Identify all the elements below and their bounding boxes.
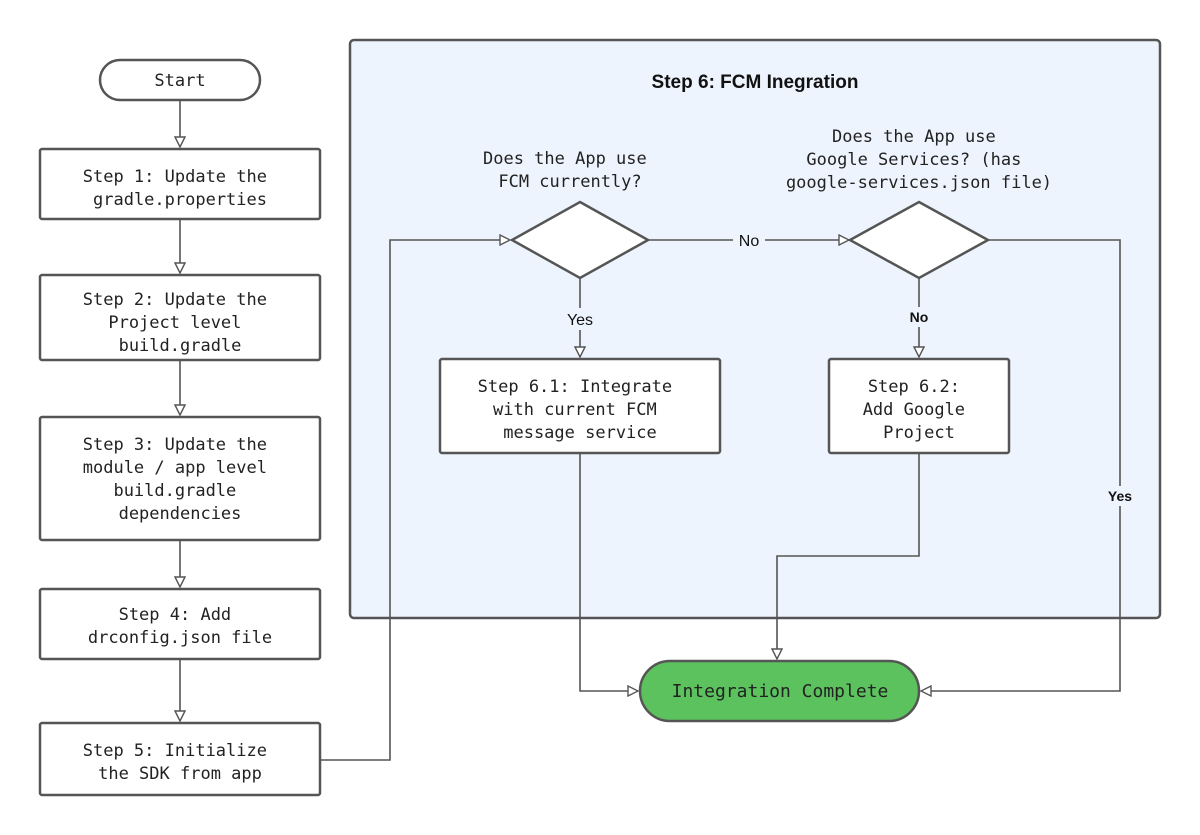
q2-question-label: Does the App use Google Services? (has g… <box>786 127 1052 193</box>
step4-node <box>38 587 322 661</box>
end-node-label: Integration Complete <box>672 681 889 702</box>
step2-node-label: Step 2: Update the Project level build.g… <box>83 290 277 356</box>
edge-label-q2-yes: Yes <box>1108 488 1132 504</box>
step61-node-label: Step 6.1: Integrate with current FCM mes… <box>478 377 683 443</box>
edge-label-q1-yes: Yes <box>567 312 593 329</box>
group-title: Step 6: FCM Inegration <box>652 72 859 93</box>
step2-node <box>38 273 322 362</box>
step62-node-label: Step 6.2: Add Google Project <box>863 377 976 443</box>
step62-node <box>827 357 1011 455</box>
q1-question-label: Does the App use FCM currently? <box>483 149 657 192</box>
edge-label-bg-q1-no <box>733 230 765 250</box>
step4-node-label: Step 4: Add drconfig.json file <box>88 605 272 648</box>
step1-node <box>38 147 322 221</box>
step1-node-label: Step 1: Update the gradle.properties <box>83 167 277 210</box>
edge-label-bg-q2-no <box>904 307 934 327</box>
step61-node <box>438 357 722 455</box>
edge-step62-end <box>777 454 920 659</box>
edge-step5-q1 <box>320 240 510 761</box>
edge-label-q2-no: No <box>910 309 929 325</box>
start-node <box>98 58 262 102</box>
end-node <box>638 659 921 723</box>
q2-decision-node <box>847 200 991 280</box>
start-node-label: Start <box>154 71 205 91</box>
edge-q2-yes-end <box>921 239 1121 691</box>
q1-decision-node <box>509 200 651 280</box>
edge-label-bg-q1-yes <box>560 308 600 330</box>
edge-step61-end <box>579 454 638 691</box>
step3-node <box>38 415 322 542</box>
edge-label-q1-no: No <box>739 233 760 250</box>
fcm-integration-group <box>348 38 1162 620</box>
step5-node <box>38 721 322 797</box>
step3-node-label: Step 3: Update the module / app level bu… <box>83 435 277 524</box>
edge-label-bg-q2-yes <box>1103 486 1137 506</box>
step5-node-label: Step 5: Initialize the SDK from app <box>83 741 277 784</box>
